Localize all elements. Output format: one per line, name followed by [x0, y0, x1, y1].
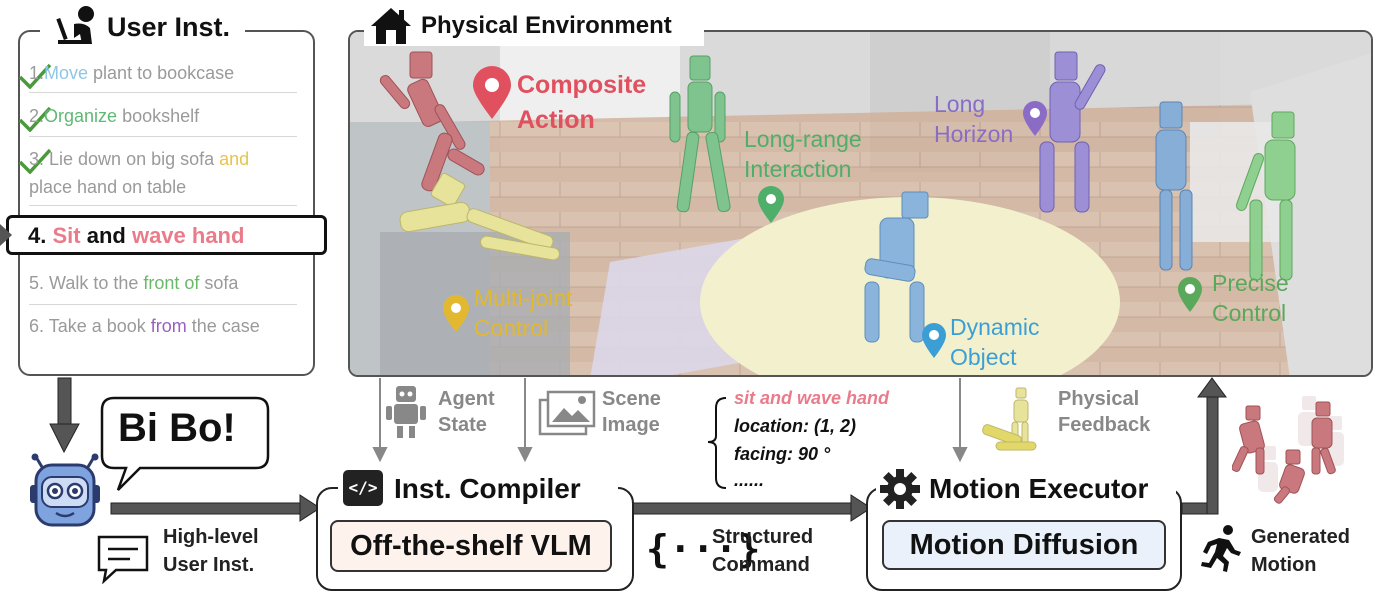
- dynamic-pin-icon: [922, 323, 946, 358]
- long-horizon-pin-icon: [1023, 101, 1047, 136]
- check-icon: [18, 148, 52, 174]
- arrow-executor-to-environment: [1181, 377, 1227, 515]
- divider: [29, 136, 297, 137]
- instruction-item-6: 6. Take a book from the case: [29, 316, 260, 336]
- compiler-title: Inst. Compiler: [394, 473, 581, 504]
- compiler-title-bg: [338, 466, 618, 508]
- command-ellipsis-text: ......: [734, 470, 765, 490]
- divider: [29, 205, 297, 206]
- braces-icon: {···}: [646, 527, 761, 571]
- executor-title-bg: [876, 466, 1176, 508]
- long-range-pin-icon: [758, 186, 784, 223]
- off-the-shelf-vlm-box: Off-the-shelf VLM: [330, 520, 612, 572]
- command-action-text: sit and wave hand: [734, 388, 890, 408]
- user-at-laptop-icon: [56, 6, 94, 44]
- divider: [29, 304, 297, 305]
- running-person-icon: [1201, 525, 1241, 572]
- figure-long-range: [669, 55, 731, 213]
- current-instruction-box: [6, 215, 327, 255]
- pointer-triangle-icon: [0, 224, 12, 246]
- composite-pin-icon: [473, 66, 511, 119]
- instruction-item-3-cont: place hand on table: [29, 177, 187, 197]
- arrow-user-to-robot: [49, 377, 80, 454]
- figure-precise-control: [1235, 111, 1296, 281]
- command-brace: [707, 397, 727, 489]
- feedback-figures-icon: [982, 387, 1037, 451]
- speech-bubble: [100, 396, 270, 491]
- arrow-robot-to-compiler: [110, 494, 321, 522]
- check-icon: [18, 106, 52, 132]
- robot-agent-icon: [386, 386, 426, 438]
- divider: [29, 92, 297, 93]
- precise-pin-icon: [1178, 277, 1202, 312]
- arrow-compiler-to-executor: [631, 494, 872, 522]
- generated-motion-figures: [1232, 396, 1344, 504]
- image-icon: [538, 390, 596, 436]
- house-icon: [371, 8, 411, 44]
- figure-long-horizon: [1039, 51, 1106, 213]
- arrow-scene-image: [517, 378, 533, 463]
- motion-diffusion-box: Motion Diffusion: [882, 520, 1166, 570]
- command-facing-text: facing: 90 °: [734, 444, 831, 464]
- gear-icon: [880, 469, 920, 509]
- instruction-item-2: 2.Organize bookshelf: [29, 106, 200, 126]
- figure-blue-standing: [1155, 101, 1193, 271]
- instruction-item-3: 3. Lie down on big sofa and: [29, 149, 250, 169]
- instruction-item-4: 4. Sit and wave hand: [28, 223, 245, 248]
- arrow-agent-state: [372, 378, 388, 463]
- speech-bubble-text: Bi Bo!: [118, 406, 236, 450]
- user-panel-title: User Inst.: [107, 12, 231, 42]
- figure-multi-joint: [399, 172, 560, 261]
- character-figures: [379, 51, 1296, 343]
- code-icon: </>: [343, 470, 383, 506]
- multi-joint-pin-icon: [443, 295, 469, 332]
- robot-icon: [30, 453, 100, 527]
- instruction-item-1: 1.Move plant to bookcase: [29, 63, 235, 83]
- env-title-bg: [364, 8, 704, 46]
- message-icon: [97, 535, 149, 584]
- figure-dynamic-object: [864, 191, 929, 343]
- executor-title: Motion Executor: [929, 473, 1149, 504]
- figure-composite-action: [379, 51, 485, 192]
- environment-title: Physical Environment: [421, 12, 672, 39]
- arrow-physical-feedback: [952, 378, 968, 463]
- command-location-text: location: (1, 2): [734, 416, 857, 436]
- check-icon: [18, 63, 52, 89]
- instruction-item-5: 5. Walk to the front of sofa: [29, 273, 239, 293]
